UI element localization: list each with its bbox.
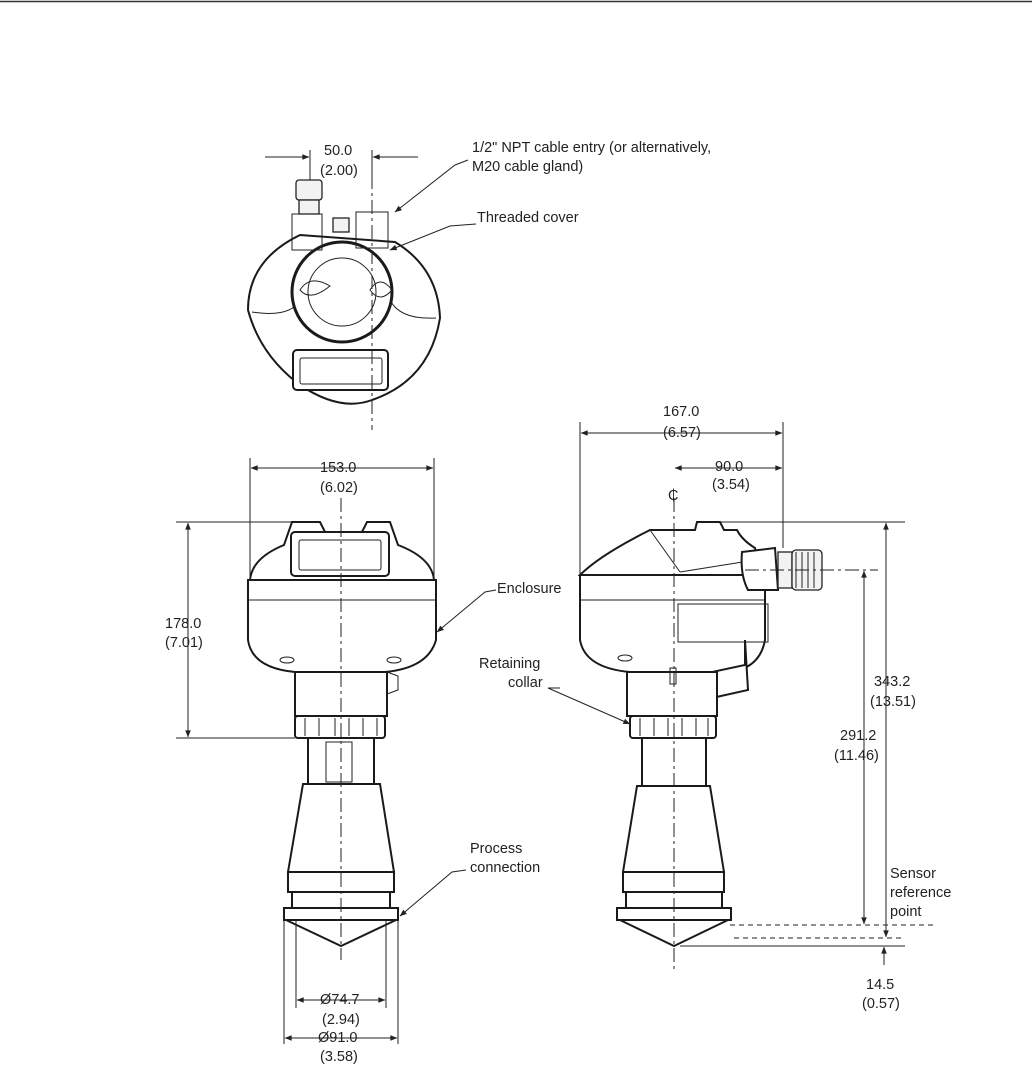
dim-343-in: (13.51) (870, 694, 916, 710)
top-view (248, 150, 476, 430)
dim-90-mm: 90.0 (715, 459, 743, 475)
dim-91-mm: Ø91.0 (318, 1030, 358, 1046)
dim-167-mm: 167.0 (663, 404, 699, 420)
dim-343-mm: 343.2 (874, 674, 910, 690)
label-retaining-collar-1: Retaining (479, 656, 540, 672)
front-display-frame (291, 532, 389, 576)
label-sensor-ref-2: reference (890, 885, 951, 901)
front-retaining-collar (295, 716, 385, 738)
leader-enclosure (437, 590, 496, 632)
label-enclosure: Enclosure (497, 581, 561, 597)
dim-178-in: (7.01) (165, 635, 203, 651)
cable-gland-body (299, 200, 319, 214)
dim-291-in: (11.46) (834, 748, 879, 764)
dim-74-mm: Ø74.7 (320, 992, 360, 1008)
dim-291-mm: 291.2 (840, 728, 876, 744)
side-enclosure-body (580, 575, 765, 672)
dim-178-mm: 178.0 (165, 616, 201, 632)
centerline-symbol: ₵ (668, 488, 678, 504)
dim-14-mm: 14.5 (866, 977, 894, 993)
label-retaining-collar-2: collar (508, 675, 543, 691)
side-neck (627, 672, 717, 716)
cable-gland-nut (296, 180, 322, 200)
dim-153-mm: 153.0 (320, 460, 356, 476)
label-sensor-ref-1: Sensor (890, 866, 936, 882)
side-enclosure-top (580, 522, 760, 575)
leader-process-connection (400, 870, 466, 916)
front-enclosure-body (248, 580, 436, 672)
dim-74-in: (2.94) (322, 1012, 360, 1028)
front-view (176, 458, 496, 1044)
dim-14-in: (0.57) (862, 996, 900, 1012)
dim-153-in: (6.02) (320, 480, 358, 496)
side-cable-elbow (742, 548, 778, 590)
dim-91-in: (3.58) (320, 1049, 358, 1065)
vent-screw (333, 218, 349, 232)
label-sensor-ref-3: point (890, 904, 921, 920)
label-threaded-cover: Threaded cover (477, 210, 579, 226)
label-cable-entry-1: 1/2" NPT cable entry (or alternatively, (472, 140, 711, 156)
dim-50-mm: 50.0 (324, 143, 352, 159)
leader-cable-entry (395, 160, 468, 212)
dim-50-in: (2.00) (320, 163, 358, 179)
threaded-cover-ring (292, 242, 392, 342)
leader-retaining-collar (548, 688, 630, 724)
side-retaining-collar (630, 716, 716, 738)
label-process-connection-1: Process (470, 841, 522, 857)
dim-167-in: (6.57) (663, 425, 701, 441)
dim-90-in: (3.54) (712, 477, 750, 493)
label-cable-entry-2: M20 cable gland) (472, 159, 583, 175)
label-process-connection-2: connection (470, 860, 540, 876)
